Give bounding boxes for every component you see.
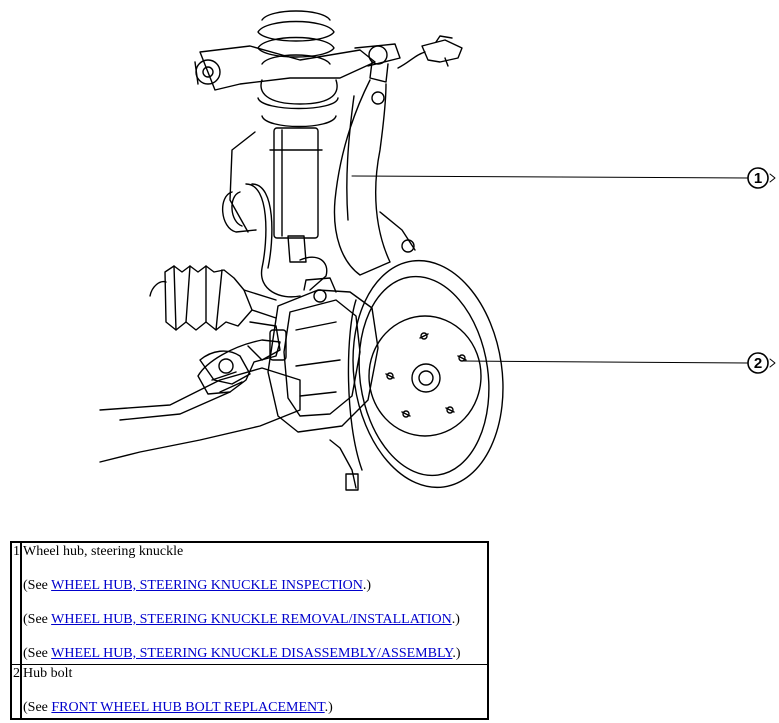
suspension-illustration: 1 2 (99, 10, 776, 491)
hub-bolt-replacement-link[interactable]: FRONT WHEEL HUB BOLT REPLACEMENT (51, 700, 325, 715)
legend-item-title: Hub bolt (23, 666, 73, 681)
shock-absorber (229, 79, 339, 263)
legend-item-title: Wheel hub, steering knuckle (23, 544, 184, 559)
legend-item-number: 2 (10, 664, 22, 720)
legend-item-number: 1 (10, 541, 22, 665)
lower-control-arm (99, 321, 359, 491)
legend-item-description: Hub bolt (See FRONT WHEEL HUB BOLT REPLA… (20, 664, 489, 720)
wheel-hub (368, 315, 482, 437)
callout-2: 2 (461, 352, 776, 374)
parts-legend-table: 1 Wheel hub, steering knuckle (See WHEEL… (10, 541, 489, 720)
sensor-connector (397, 35, 463, 69)
hub-bolts (385, 332, 467, 418)
legend-row: 1 Wheel hub, steering knuckle (See WHEEL… (10, 541, 489, 665)
brake-hose (222, 183, 328, 298)
legend-row: 2 Hub bolt (See FRONT WHEEL HUB BOLT REP… (10, 664, 489, 720)
callout-1-number: 1 (754, 170, 762, 187)
disassembly-assembly-link[interactable]: WHEEL HUB, STEERING KNUCKLE DISASSEMBLY/… (51, 646, 453, 661)
hand-illustration (197, 339, 281, 395)
drive-shaft-boot (149, 265, 277, 331)
see-reference: (See WHEEL HUB, STEERING KNUCKLE DISASSE… (23, 646, 461, 661)
callout-2-number: 2 (754, 355, 762, 372)
coil-spring (257, 10, 335, 65)
inspection-link[interactable]: WHEEL HUB, STEERING KNUCKLE INSPECTION (51, 578, 363, 593)
legend-item-description: Wheel hub, steering knuckle (See WHEEL H… (20, 541, 489, 665)
steering-knuckle (333, 79, 416, 276)
see-reference: (See WHEEL HUB, STEERING KNUCKLE INSPECT… (23, 578, 372, 593)
brake-caliper (267, 277, 379, 433)
upper-control-arm (194, 43, 401, 91)
see-reference: (See WHEEL HUB, STEERING KNUCKLE REMOVAL… (23, 612, 460, 627)
callout-1: 1 (351, 167, 776, 189)
see-reference: (See FRONT WHEEL HUB BOLT REPLACEMENT.) (23, 700, 333, 715)
brake-disc (347, 259, 504, 489)
removal-installation-link[interactable]: WHEEL HUB, STEERING KNUCKLE REMOVAL/INST… (51, 612, 452, 627)
